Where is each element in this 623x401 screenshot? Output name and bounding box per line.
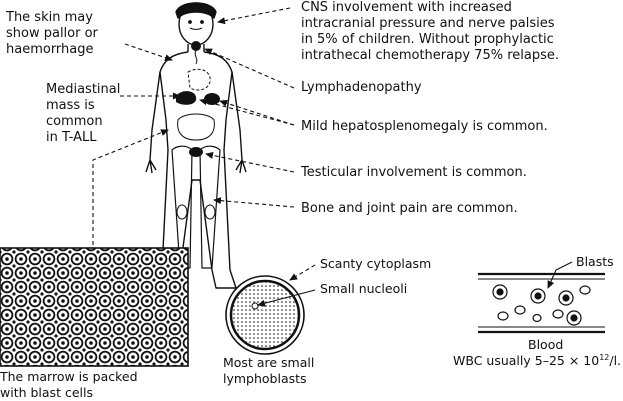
wbc-label: WBC usually 5–25 × 1012/l. xyxy=(453,352,622,368)
lymphadenopathy-label: Lymphadenopathy xyxy=(301,80,422,95)
marrow-panel xyxy=(0,247,189,367)
blasts-label: Blasts xyxy=(576,254,614,269)
lymphoblast-cell xyxy=(225,275,305,355)
spleen xyxy=(204,93,220,105)
nucleoli-label: Small nucleoli xyxy=(320,281,408,296)
blood-vessel xyxy=(478,272,605,334)
neck-lymph-node xyxy=(191,41,201,51)
testicular-label: Testicular involvement is common. xyxy=(301,165,527,180)
cytoplasm-label: Scanty cytoplasm xyxy=(320,256,432,271)
testis xyxy=(189,147,203,157)
blood-label: Blood xyxy=(528,337,564,352)
liver-mass xyxy=(176,91,197,105)
hepatosplenomegaly-label: Mild hepatosplenomegaly is common. xyxy=(301,119,548,134)
bone-label: Bone and joint pain are common. xyxy=(301,201,518,216)
blood-cells xyxy=(492,284,591,326)
